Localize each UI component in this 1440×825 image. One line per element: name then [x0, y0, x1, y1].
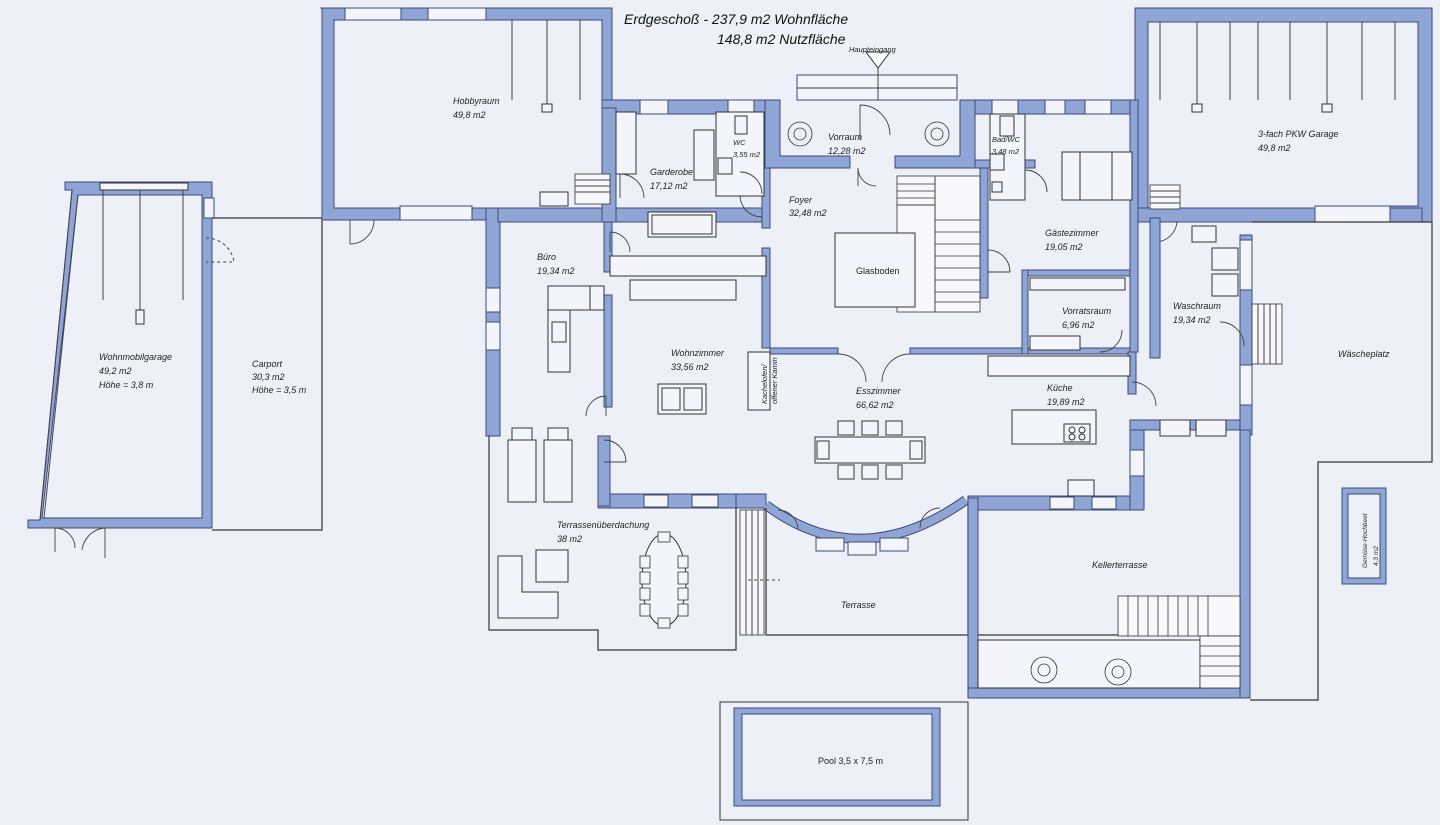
kamin-line1: Kachelofen/: [760, 363, 769, 404]
hochbeet-area: 4,3 m2: [1373, 546, 1380, 566]
entrance-label: Haupteingang: [849, 45, 897, 54]
terrassenueberdachung-area: 38 m2: [557, 534, 582, 544]
wohnmobilgarage-walls: [27, 181, 235, 558]
wohnzimmer-name: Wohnzimmer: [671, 348, 725, 358]
garderobe-furniture: [574, 111, 763, 253]
kellerterrasse-walls: [967, 429, 1251, 699]
hobbyraum-name: Hobbyraum: [453, 96, 500, 106]
hochbeet-name: Gemüse-Hochbeet: [1362, 512, 1369, 568]
carport-area: 30,3 m2: [252, 372, 285, 382]
wc-name: WC: [733, 138, 746, 147]
glass-floor: [834, 232, 916, 308]
vorratsraum-area: 6,96 m2: [1062, 320, 1095, 330]
terrasse-name: Terrasse: [841, 600, 876, 610]
garage-name: 3-fach PKW Garage: [1258, 129, 1339, 139]
vorraum-name: Vorraum: [828, 132, 863, 142]
carport-name: Carport: [252, 359, 283, 369]
wohnzimmer-area: 33,56 m2: [671, 362, 709, 372]
hochbeet-box: [1341, 487, 1387, 585]
hobbyraum-walls: [320, 7, 613, 245]
hobbyraum-area: 49,8 m2: [453, 110, 486, 120]
glasboden-name: Glasboden: [856, 266, 900, 276]
vorraum-area: 12,28 m2: [828, 146, 866, 156]
plant-icons: [787, 121, 1132, 686]
waescheplatz-name: Wäscheplatz: [1338, 349, 1390, 359]
foyer-area: 32,48 m2: [789, 208, 827, 218]
bay-window: [763, 495, 969, 556]
labels: Erdgeschoß - 237,9 m2 Wohnfläche 148,8 m…: [99, 11, 1390, 766]
vorratsraum-name: Vorratsraum: [1062, 306, 1112, 316]
wc-area: 3,55 m2: [733, 150, 761, 159]
wohnmobilgarage-height: Höhe = 3,8 m: [99, 380, 154, 390]
waescheplatz-outline: [1250, 221, 1433, 701]
waschraum-area: 19,34 m2: [1173, 315, 1211, 325]
bad-fixtures: [989, 113, 1048, 201]
esszimmer-area: 66,62 m2: [856, 400, 894, 410]
wohnmobilgarage-area: 49,2 m2: [99, 366, 132, 376]
kueche-area: 19,89 m2: [1047, 397, 1085, 407]
badwc-name: Bad/WC: [992, 135, 1021, 144]
garage-area: 49,8 m2: [1258, 143, 1291, 153]
title-line1: Erdgeschoß - 237,9 m2 Wohnfläche: [624, 11, 848, 27]
kamin-line2: offener Kamin: [770, 357, 779, 404]
kellerterrasse-name: Kellerterrasse: [1092, 560, 1148, 570]
north-walls: [601, 74, 1139, 187]
foyer-name: Foyer: [789, 195, 813, 205]
esszimmer-name: Esszimmer: [856, 386, 902, 396]
wohnzimmer-furniture: [609, 255, 771, 415]
wohnmobilgarage-name: Wohnmobilgarage: [99, 352, 172, 362]
guest-bed: [987, 151, 1133, 273]
entrance-arrow: [865, 51, 891, 100]
pool-box: [719, 701, 969, 821]
carport-outline: [212, 217, 323, 531]
garage-walls: [1131, 7, 1433, 243]
covered-terrace: [488, 427, 737, 651]
buero-area: 19,34 m2: [537, 266, 575, 276]
badwc-area: 3,48 m2: [992, 147, 1020, 156]
title-line2: 148,8 m2 Nutzfläche: [717, 31, 846, 47]
buero-furniture: [547, 285, 607, 417]
pool-name: Pool 3,5 x 7,5 m: [818, 756, 883, 766]
buero-name: Büro: [537, 252, 556, 262]
gaestezimmer-area: 19,05 m2: [1045, 242, 1083, 252]
waschraum-name: Waschraum: [1173, 301, 1221, 311]
kueche-name: Küche: [1047, 383, 1073, 393]
storage-shelves: [1029, 277, 1126, 353]
terrassenueberdachung-name: Terrassenüberdachung: [557, 520, 649, 530]
carport-height: Höhe = 3,5 m: [252, 385, 307, 395]
kueche-fixtures: [987, 355, 1157, 497]
dining-table: [814, 353, 926, 480]
garderobe-area: 17,12 m2: [650, 181, 688, 191]
garderobe-name: Garderobe: [650, 167, 693, 177]
gaestezimmer-name: Gästezimmer: [1045, 228, 1100, 238]
waschraum-fixtures: [1159, 225, 1283, 437]
wc-fixtures: [715, 111, 765, 197]
